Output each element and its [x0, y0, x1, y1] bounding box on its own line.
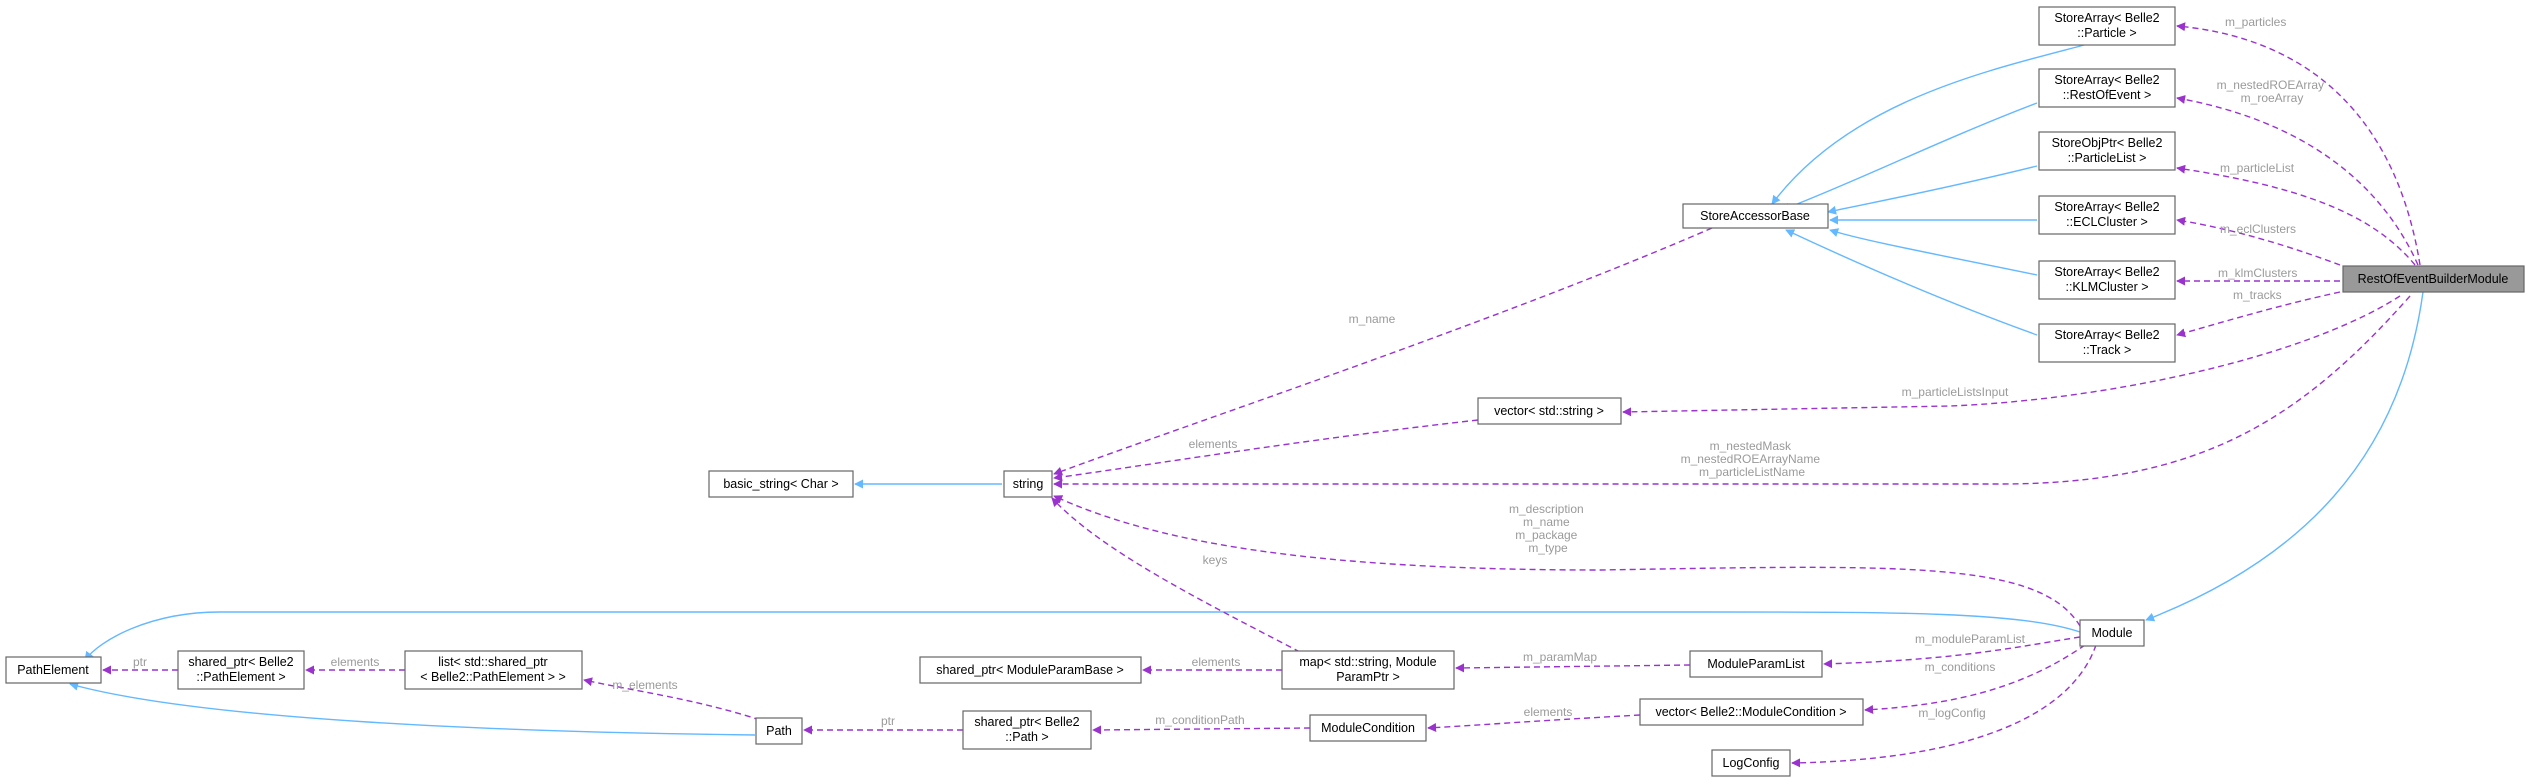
label-elements-list: elements	[331, 655, 380, 669]
svg-text:vector< Belle2::ModuleConditio: vector< Belle2::ModuleCondition >	[1655, 705, 1846, 719]
svg-text:Path: Path	[766, 724, 792, 738]
edge-m-moduleparamlist	[1823, 636, 2081, 669]
edge-m-nested-strings	[1053, 295, 2411, 489]
svg-text:LogConfig: LogConfig	[1723, 756, 1780, 770]
edge-track-to-storeaccessorbase	[1785, 229, 2038, 336]
node-path[interactable]: Path	[755, 717, 803, 745]
svg-text:Module: Module	[2092, 626, 2133, 640]
label-m-klmclusters: m_klmClusters	[2218, 266, 2297, 280]
svg-text:basic_string< Char >: basic_string< Char >	[723, 477, 838, 491]
svg-text:string: string	[1013, 477, 1044, 491]
label-m-particles: m_particles	[2225, 15, 2286, 29]
label-keys: keys	[1203, 553, 1228, 567]
svg-text:StoreArray< Belle2::ECLCluster: StoreArray< Belle2::ECLCluster >	[2054, 200, 2159, 229]
edge-path-to-pathelement	[69, 681, 756, 736]
edge-klmcluster-to-storeaccessorbase	[1829, 228, 2038, 276]
edge-keys	[1051, 497, 1301, 653]
inheritance-edges	[69, 43, 2424, 736]
edge-m-name-sab	[1053, 227, 1713, 476]
node-rest-of-event-builder-module[interactable]: RestOfEventBuilderModule	[2342, 265, 2525, 293]
edge-m-elements	[583, 677, 761, 721]
node-storeobjptr-particlelist[interactable]: StoreObjPtr< Belle2::ParticleList >	[2038, 131, 2176, 171]
node-storearray-restofevent[interactable]: StoreArray< Belle2::RestOfEvent >	[2038, 68, 2176, 108]
node-shared-ptr-moduleparambase[interactable]: shared_ptr< ModuleParamBase >	[919, 656, 1142, 684]
edge-elements-vecstr	[1053, 419, 1479, 482]
label-m-conditions: m_conditions	[1925, 660, 1996, 674]
svg-text:StoreArray< Belle2::RestOfEven: StoreArray< Belle2::RestOfEvent >	[2054, 73, 2159, 102]
node-string[interactable]: string	[1003, 470, 1053, 498]
edge-m-conditions	[1864, 644, 2086, 715]
node-shared-ptr-path[interactable]: shared_ptr< Belle2::Path >	[962, 710, 1092, 750]
node-store-accessor-base[interactable]: StoreAccessorBase	[1682, 203, 1829, 229]
edge-particlelist-to-storeaccessorbase	[1827, 165, 2038, 215]
edge-m-particlelistsinput	[1622, 295, 2401, 417]
node-module[interactable]: Module	[2079, 619, 2145, 647]
svg-text:shared_ptr< ModuleParamBase >: shared_ptr< ModuleParamBase >	[936, 663, 1124, 677]
node-module-condition[interactable]: ModuleCondition	[1309, 714, 1427, 742]
svg-text:shared_ptr< Belle2::Path >: shared_ptr< Belle2::Path >	[974, 715, 1079, 744]
label-m-moduleparamlist: m_moduleParamList	[1915, 632, 2026, 646]
edge-labels: m_particles m_nestedROEArray m_roeArray …	[133, 15, 2328, 728]
svg-text:vector< std::string >: vector< std::string >	[1494, 404, 1604, 418]
label-m-roe: m_nestedROEArray m_roeArray	[2217, 78, 2328, 105]
label-m-nested-strings: m_nestedMask m_nestedROEArrayName m_part…	[1681, 439, 1824, 479]
node-vector-modulecondition[interactable]: vector< Belle2::ModuleCondition >	[1639, 698, 1864, 726]
label-m-name-sab: m_name	[1349, 312, 1396, 326]
svg-text:StoreObjPtr< Belle2::ParticleL: StoreObjPtr< Belle2::ParticleList >	[2052, 136, 2163, 165]
edge-elements-cond	[1427, 714, 1641, 733]
label-m-eclclusters: m_eclClusters	[2220, 222, 2296, 236]
label-ptr-path: ptr	[881, 714, 895, 728]
node-storearray-particle[interactable]: StoreArray< Belle2::Particle >	[2038, 6, 2176, 46]
svg-text:shared_ptr< Belle2::PathElemen: shared_ptr< Belle2::PathElement >	[188, 655, 293, 684]
label-m-tracks: m_tracks	[2233, 288, 2282, 302]
node-basic-string[interactable]: basic_string< Char >	[708, 470, 854, 498]
node-log-config[interactable]: LogConfig	[1711, 749, 1791, 777]
label-m-logconfig: m_logConfig	[1918, 706, 1985, 720]
edge-m-module-strings	[1053, 495, 2081, 627]
node-path-element[interactable]: PathElement	[5, 656, 102, 684]
node-module-param-list[interactable]: ModuleParamList	[1689, 650, 1823, 678]
svg-text:list< std::shared_ptr< Belle2:: list< std::shared_ptr< Belle2::PathEleme…	[420, 655, 566, 684]
label-ptr-pe: ptr	[133, 655, 147, 669]
edge-m-particles	[2176, 22, 2421, 266]
edge-m-roe	[2176, 94, 2419, 266]
node-storearray-klmcluster[interactable]: StoreArray< Belle2::KLMCluster >	[2038, 260, 2176, 300]
label-m-particlelist: m_particleList	[2220, 161, 2295, 175]
label-elements-map: elements	[1192, 655, 1241, 669]
label-m-elements: m_elements	[612, 678, 677, 692]
edge-m-tracks	[2176, 291, 2341, 338]
usage-edges	[102, 22, 2421, 768]
edge-rest-to-module	[2145, 291, 2424, 622]
edge-m-conditionpath	[1092, 725, 1311, 735]
edge-m-logconfig	[1791, 644, 2097, 768]
svg-text:RestOfEventBuilderModule: RestOfEventBuilderModule	[2358, 272, 2509, 286]
node-storearray-track[interactable]: StoreArray< Belle2::Track >	[2038, 323, 2176, 363]
label-elements-vecstr: elements	[1189, 437, 1238, 451]
label-elements-cond: elements	[1524, 705, 1573, 719]
node-vector-string[interactable]: vector< std::string >	[1477, 397, 1622, 425]
label-m-particlelistsinput: m_particleListsInput	[1902, 385, 2009, 399]
svg-text:ModuleCondition: ModuleCondition	[1321, 721, 1415, 735]
node-storearray-eclcluster[interactable]: StoreArray< Belle2::ECLCluster >	[2038, 195, 2176, 235]
svg-text:ModuleParamList: ModuleParamList	[1707, 657, 1805, 671]
label-m-conditionpath: m_conditionPath	[1155, 713, 1244, 727]
svg-text:PathElement: PathElement	[17, 663, 89, 677]
svg-text:StoreArray< Belle2::Track >: StoreArray< Belle2::Track >	[2054, 328, 2159, 357]
edge-m-particlelist	[2176, 164, 2416, 266]
node-list-shared-ptr[interactable]: list< std::shared_ptr< Belle2::PathEleme…	[404, 650, 583, 690]
svg-text:StoreArray< Belle2::KLMCluster: StoreArray< Belle2::KLMCluster >	[2054, 265, 2159, 294]
svg-text:StoreArray< Belle2::Particle >: StoreArray< Belle2::Particle >	[2054, 11, 2159, 40]
label-m-parammap: m_paramMap	[1523, 650, 1597, 664]
nodes: RestOfEventBuilderModule StoreArray< Bel…	[5, 6, 2525, 777]
label-m-module-strings: m_description m_name m_package m_type	[1509, 502, 1587, 555]
edge-roe-to-storeaccessorbase	[1781, 102, 2038, 212]
node-shared-ptr-pathelement[interactable]: shared_ptr< Belle2::PathElement >	[177, 650, 305, 690]
edge-particle-to-storeaccessorbase	[1771, 43, 2089, 205]
edge-m-parammap	[1455, 663, 1691, 673]
svg-text:StoreAccessorBase: StoreAccessorBase	[1700, 209, 1810, 223]
edge-module-to-pathelement	[84, 611, 2081, 661]
